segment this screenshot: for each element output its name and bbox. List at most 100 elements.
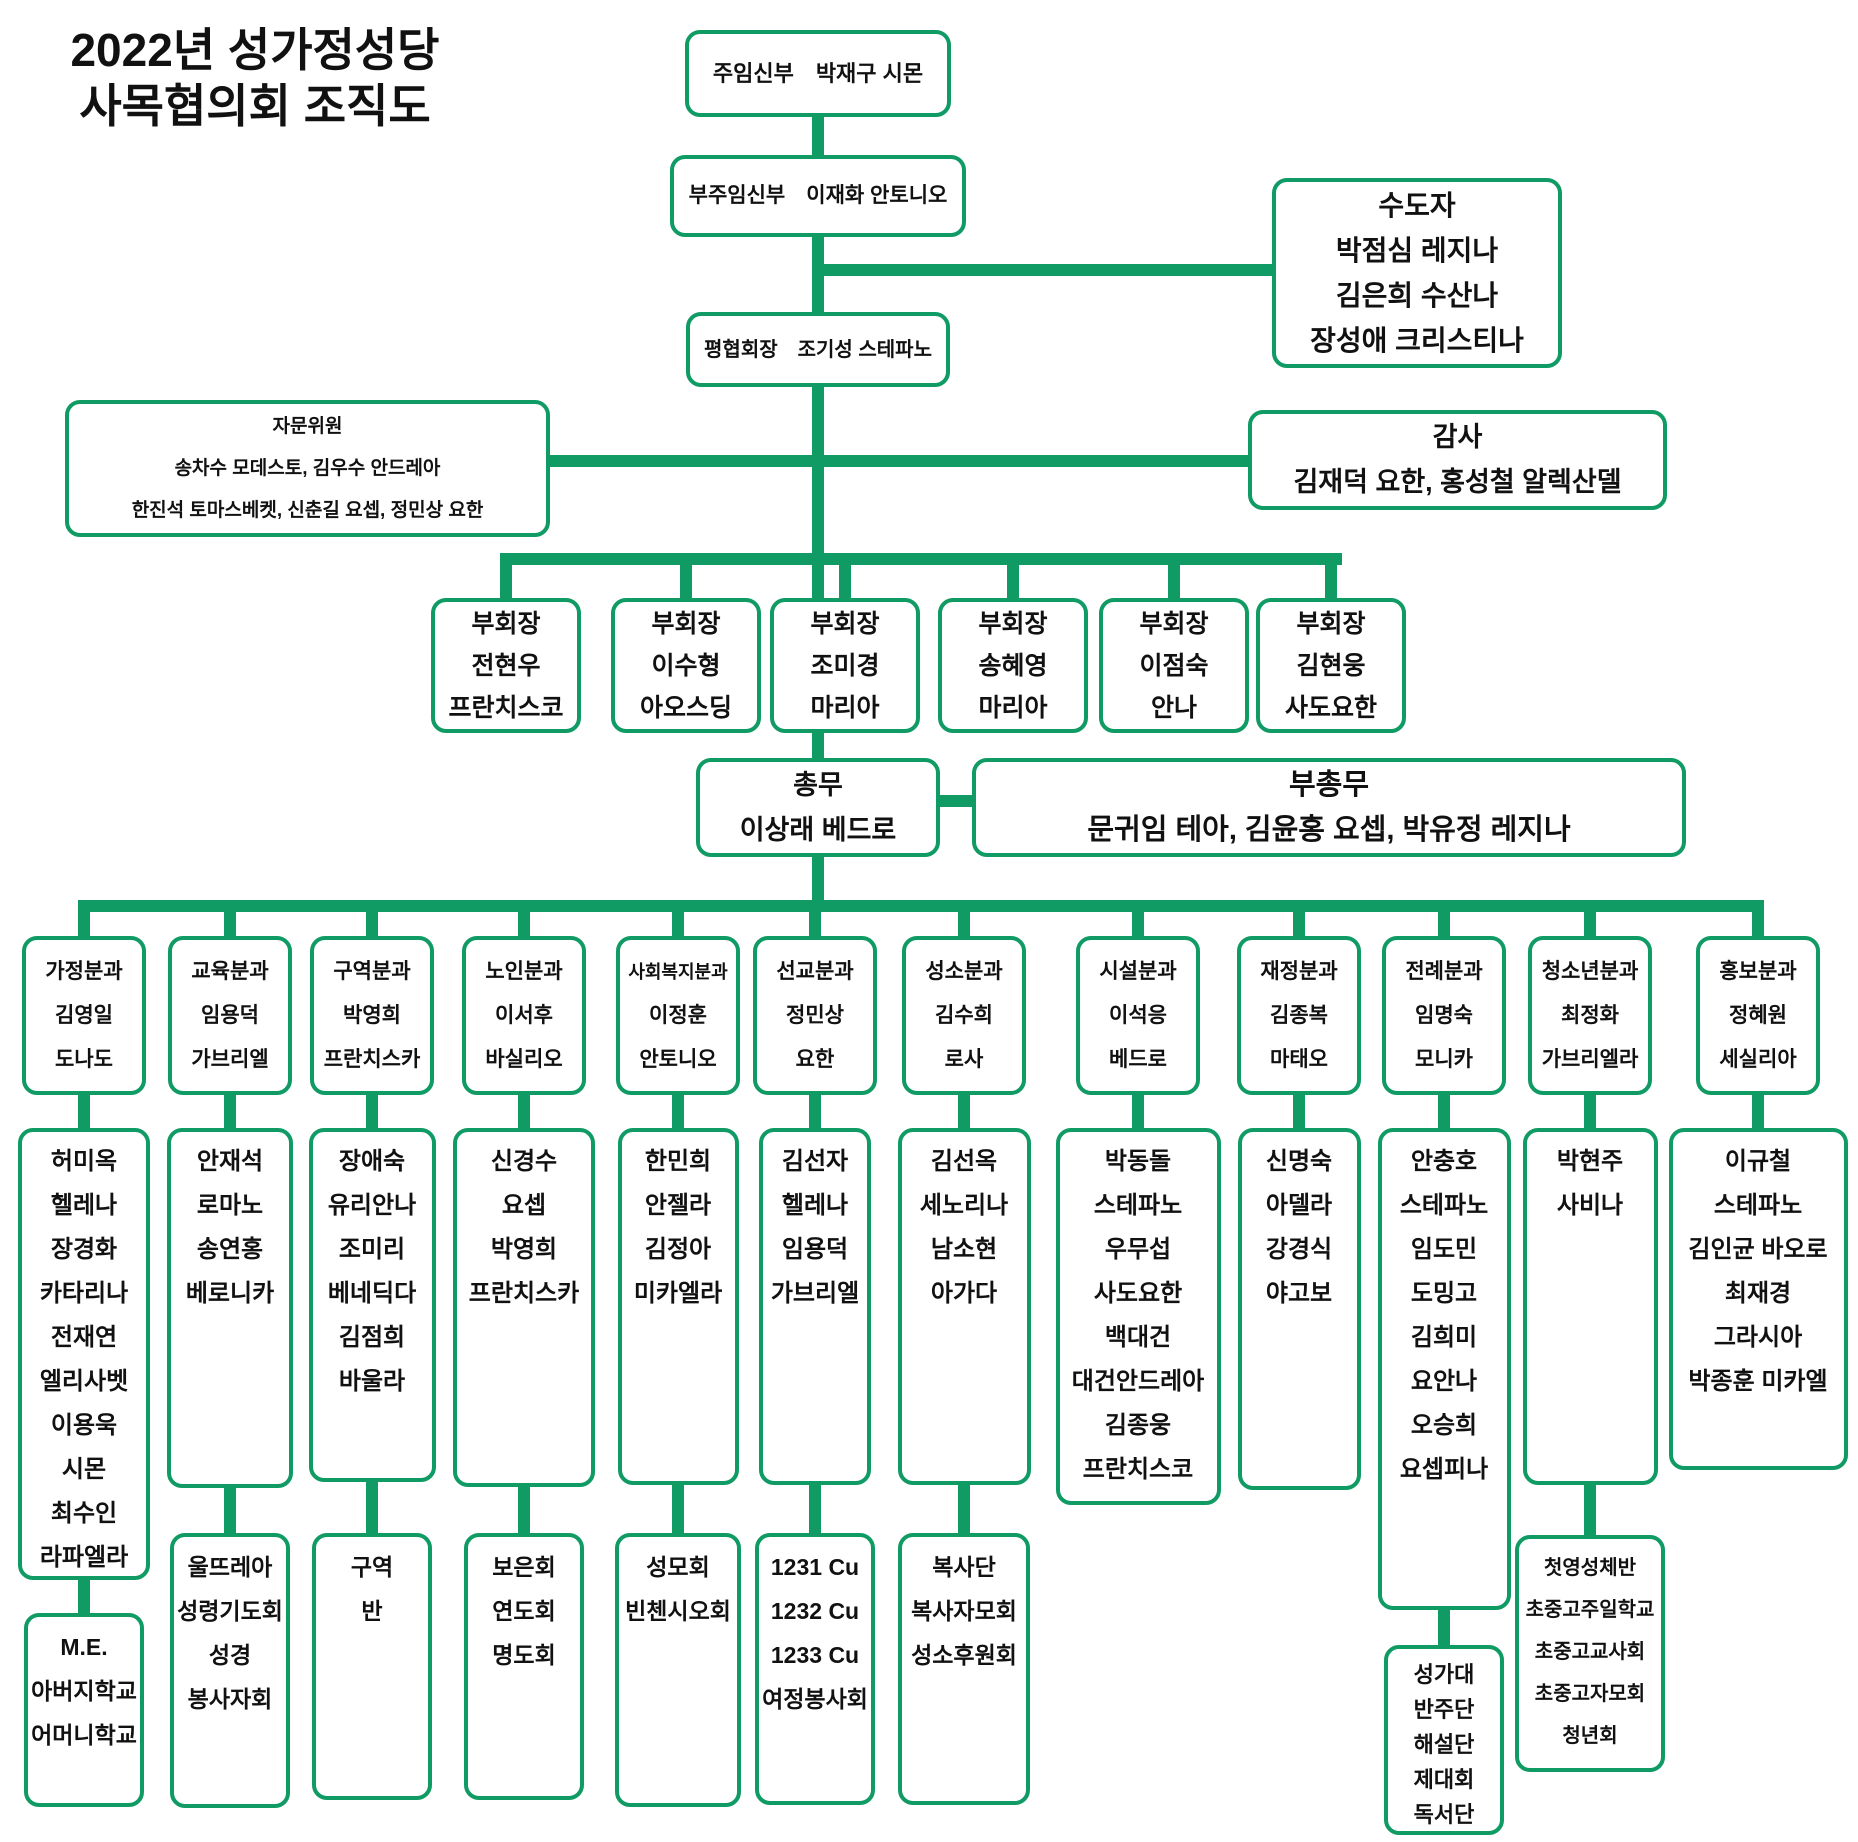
department-members-box: 이규철 스테파노 김인균 바오로 최재경 그라시아 박종훈 미카엘 [1668,1128,1848,1470]
connector-line [1293,1095,1305,1128]
vice-president-box: 부회장 전현우 프란치스코 [431,598,581,733]
vice-president-box: 부회장 조미경 마리아 [770,598,920,733]
department-head: 임용덕 가브리엘 [191,1003,269,1071]
connector-line [1132,912,1144,936]
department-name: 성소분과 [925,959,1003,983]
connector-line [78,912,90,936]
religious-box: 수도자 박점심 레지나 김은희 수산나 장성애 크리스티나 [1272,178,1562,368]
connector-line [224,1095,236,1128]
department-name: 교육분과 [191,959,269,983]
connector-line [937,795,972,807]
department-members-box: 박동돌 스테파노 우무섭 사도요한 백대건 대건안드레아 김종웅 프란치스코 [1055,1128,1221,1505]
assistant-pastor-box: 부주임신부 이재화 안토니오 [670,155,966,237]
secretary-box: 총무 이상래 베드로 [696,758,940,857]
department-members-box: 허미옥 헬레나 장경화 카타리나 전재연 엘리사벳 이용욱 시몬 최수인 라파엘… [18,1128,150,1580]
connector-line [1325,565,1337,598]
department-groups-box: 성모회 빈첸시오회 [615,1533,741,1807]
connector-line [1132,1095,1144,1128]
connector-line [1584,1485,1596,1535]
department-groups-box: 첫영성체반 초중고주일학교 초중고교사회 초중고자모회 청년회 [1515,1535,1665,1772]
department-groups-box: 보은회 연도회 명도회 [464,1533,584,1800]
department-head: 김수희 로사 [935,1003,993,1071]
vice-president-box: 부회장 이수형 아오스딩 [611,598,761,733]
connector-line [518,1487,530,1533]
department-members-box: 김선자 헬레나 임용덕 가브리엘 [759,1128,871,1485]
department-members-box: 안충호 스테파노 임도민 도밍고 김희미 요안나 오승희 요셉피나 [1377,1128,1511,1610]
connector-line [500,565,512,598]
department-head: 이서후 바실리오 [485,1003,563,1071]
department-head: 이석응 베드로 [1109,1003,1167,1071]
connector-line [672,1485,684,1533]
connector-line [546,455,812,467]
connector-line [812,857,824,900]
connector-line [518,912,530,936]
department-head: 정민상 요한 [786,1003,844,1071]
connector-line [1752,912,1764,936]
department-groups-box: 성가대 반주단 해설단 제대회 독서단 [1384,1645,1504,1835]
connector-line [1584,1095,1596,1128]
department-head: 최정화 가브리엘라 [1541,1003,1639,1071]
connector-line [78,900,1764,912]
connector-line [78,1095,90,1128]
connector-line [958,1485,970,1533]
department-name: 홍보분과 [1719,959,1797,983]
department-groups-box: 구역 반 [312,1533,432,1800]
connector-line [812,117,824,155]
connector-line [809,1485,821,1533]
connector-line [78,1580,90,1613]
connector-line [366,912,378,936]
department-name: 사회복지분과 [628,961,728,982]
department-name: 재정분과 [1260,959,1338,983]
vice-president-box: 부회장 김현웅 사도요한 [1256,598,1406,733]
department-name: 전례분과 [1405,959,1483,983]
connector-line [809,1095,821,1128]
connector-line [1293,912,1305,936]
connector-line [680,565,692,598]
connector-line [1438,1610,1450,1645]
department-members-box: 신명숙 아델라 강경식 야고보 [1237,1128,1361,1490]
advisors-box: 자문위원 송차수 모데스토, 김우수 안드레아 한진석 토마스베켓, 신춘길 요… [65,400,550,537]
connector-line [1168,565,1180,598]
connector-line [958,912,970,936]
connector-line [500,553,1342,565]
department-members-box: 박현주 사비나 [1522,1128,1658,1485]
department-groups-box: M.E. 아버지학교 어머니학교 [24,1613,144,1807]
department-head: 이정훈 안토니오 [639,1003,717,1071]
connector-line [839,565,851,598]
auditors-box: 감사 김재덕 요한, 홍성철 알렉산델 [1248,410,1667,510]
connector-line [366,1482,378,1533]
connector-line [366,1095,378,1128]
connector-line [1584,912,1596,936]
department-head: 김영일 도나도 [55,1003,113,1071]
pastor-box: 주임신부 박재구 시몬 [685,30,951,117]
department-name: 선교분과 [776,959,854,983]
connector-line [518,1095,530,1128]
lay-president-box: 평협회장 조기성 스테파노 [686,312,950,387]
vice-president-box: 부회장 이점숙 안나 [1099,598,1249,733]
department-groups-box: 1231 Cu 1232 Cu 1233 Cu 여정봉사회 [755,1533,875,1805]
connector-line [1752,1095,1764,1128]
connector-line [1438,1095,1450,1128]
department-head: 박영희 프란치스카 [323,1003,421,1071]
department-members-box: 안재석 로마노 송연홍 베로니카 [167,1128,293,1488]
connector-line [958,1095,970,1128]
department-groups-box: 울뜨레아 성령기도회 성경 봉사자회 [170,1533,290,1808]
department-name: 가정분과 [45,959,123,983]
department-name: 구역분과 [333,959,411,983]
department-groups-box: 복사단 복사자모회 성소후원회 [898,1533,1030,1805]
connector-line [224,912,236,936]
connector-line [224,1488,236,1533]
department-name: 노인분과 [485,959,563,983]
connector-line [812,264,1272,276]
